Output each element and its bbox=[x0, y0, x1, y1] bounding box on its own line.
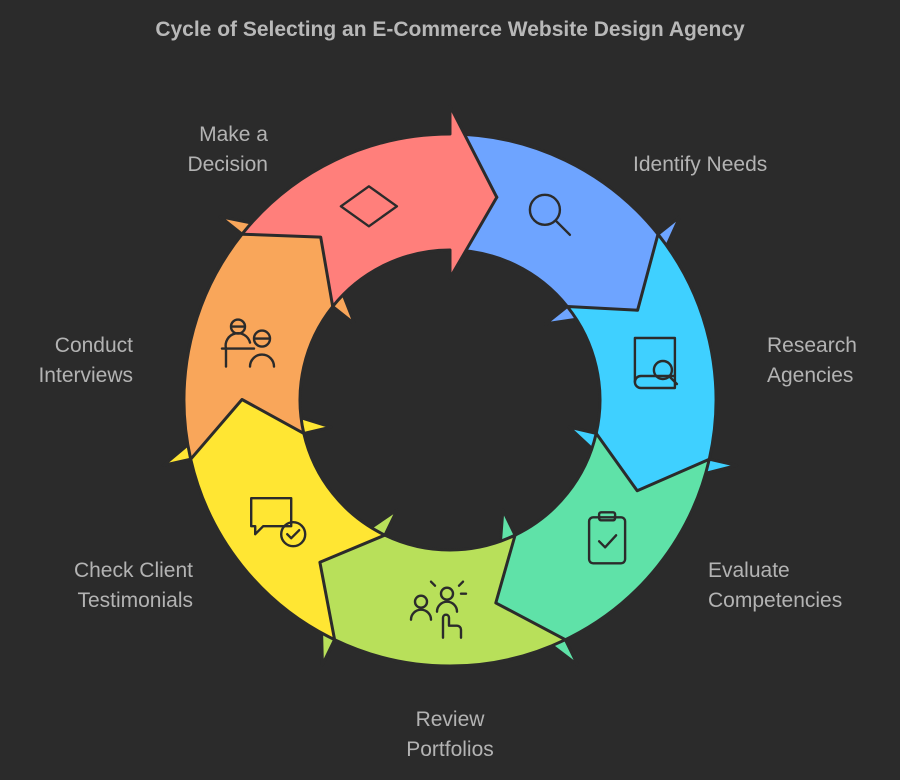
segment-research-agencies bbox=[565, 232, 739, 493]
label-line: Testimonials bbox=[77, 589, 193, 612]
segment-make-decision bbox=[240, 104, 499, 308]
label-line: Check Client bbox=[73, 559, 193, 582]
label-line: Review bbox=[415, 708, 485, 731]
label-line: Competencies bbox=[708, 589, 843, 612]
chat-check-icon bbox=[250, 497, 307, 548]
label-line: Decision bbox=[187, 153, 268, 176]
diamond-icon bbox=[339, 185, 399, 228]
clipboard-check-icon bbox=[587, 511, 627, 565]
book-search-icon bbox=[633, 336, 679, 390]
label-line: Interviews bbox=[38, 364, 133, 387]
diagram-title: Cycle of Selecting an E-Commerce Website… bbox=[155, 18, 745, 41]
label-line: Agencies bbox=[767, 364, 854, 387]
magnifier-icon bbox=[528, 193, 572, 237]
label-line: Make a bbox=[199, 123, 268, 146]
label-line: Research bbox=[767, 334, 857, 357]
label-make-decision: Make a Decision bbox=[100, 120, 268, 180]
label-line: Evaluate bbox=[708, 559, 790, 582]
label-line: Identify Needs bbox=[633, 153, 768, 176]
label-line: Portfolios bbox=[406, 738, 494, 761]
people-pointer-icon bbox=[409, 580, 468, 639]
segment-evaluate-competencies bbox=[494, 431, 711, 667]
segment-check-testimonials bbox=[161, 398, 387, 642]
label-line: Conduct bbox=[54, 334, 133, 357]
interview-icon bbox=[220, 318, 276, 368]
label-identify-needs: Identify Needs bbox=[633, 150, 767, 180]
